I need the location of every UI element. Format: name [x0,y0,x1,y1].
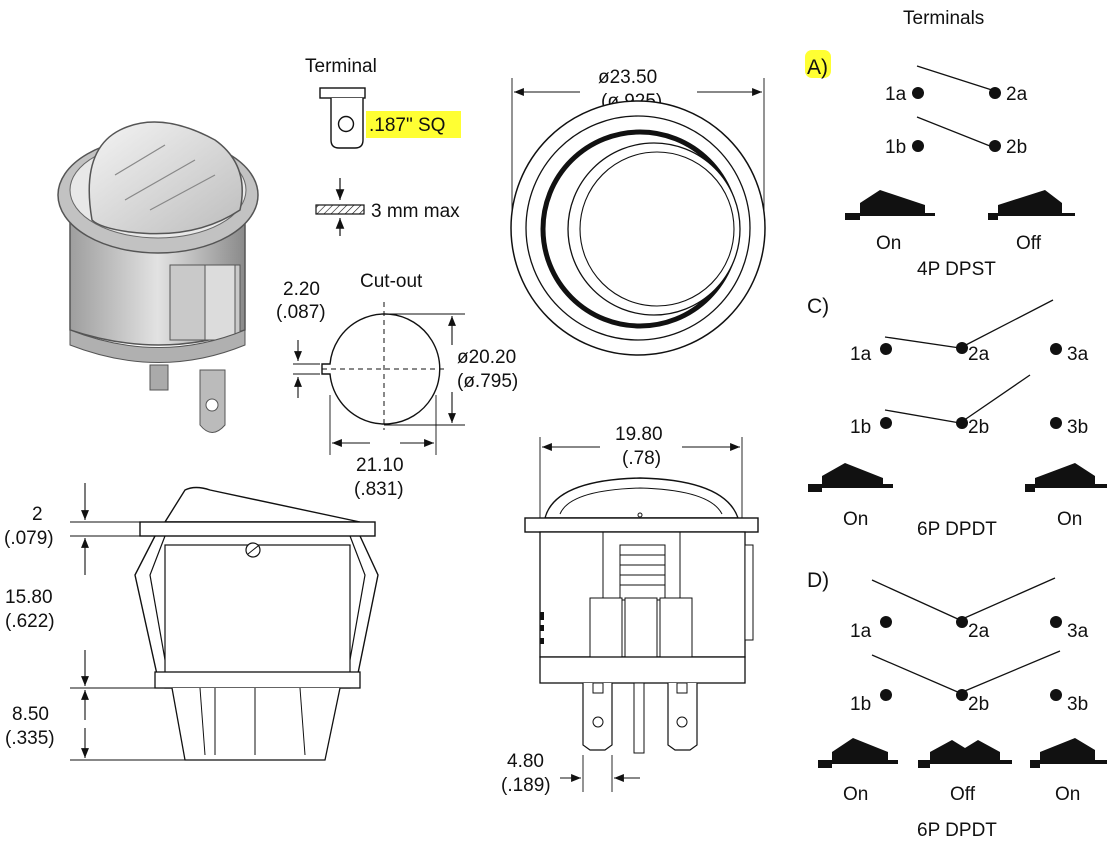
side-term-in: (.335) [5,728,55,749]
terminal-2a: 2a [1006,84,1028,105]
cutout-width-in: (.831) [354,479,404,500]
switch-type-c: 6P DPDT [917,519,997,540]
terminal-2b: 2b [1006,137,1027,158]
cutout-height-in: (ø.795) [457,371,518,392]
terminal-2a: 2a [968,621,990,642]
front-view: ø23.50 (ø.925) [510,67,766,356]
terminal-1b: 1b [885,137,906,158]
terminal-3a: 3a [1067,621,1089,642]
side-top-in: (.079) [4,528,54,549]
letter-a: A) [807,56,828,79]
end-pitch-in: (.189) [501,775,551,796]
terminal-2a: 2a [968,344,990,365]
schematic-c: C) 1a 2a 3a 1b 2b 3b On 6P DPDT On [807,295,1107,540]
cutout-height-mm: ø20.20 [457,347,516,368]
side-body-in: (.622) [5,611,55,632]
cutout-title: Cut-out [360,271,423,292]
terminal-size-highlight [366,111,461,138]
terminal-2b: 2b [968,694,989,715]
switch-type-a: 4P DPST [917,259,996,280]
terminal-thickness: 3 mm max [371,201,460,222]
position-off: Off [1016,233,1042,254]
switch-3d-illustration [57,121,259,433]
schematic-a: A) 1a 2a 1b 2b On Off 4P DPST [805,50,1075,280]
front-dia-mm: ø23.50 [598,67,657,88]
terminal-1a: 1a [850,344,872,365]
end-view: 19.80 (.78) 4.80 (.189) [501,424,759,796]
side-view: 2 (.079) 15.80 (.622) 8.50 (.335) [4,483,379,761]
position-on-left: On [843,784,868,805]
terminals-heading: Terminals [903,8,984,29]
end-pitch-mm: 4.80 [507,751,544,772]
terminal-3b: 3b [1067,694,1088,715]
cutout-drawing: Cut-out 2.20 (.087) ø20.20 (ø.795) 21.10… [276,271,518,500]
switch-type-d: 6P DPDT [917,820,997,841]
letter-a-highlight [805,50,831,78]
position-on-right: On [1055,784,1080,805]
schematics-panel: Terminals A) 1a 2a 1b 2b On Off 4P DPST … [805,8,1107,841]
terminal-2b: 2b [968,417,989,438]
position-on-left: On [843,509,868,530]
terminal-detail: Terminal .187" SQ 3 mm max [305,56,461,236]
cutout-slot-in: (.087) [276,302,326,323]
side-top-mm: 2 [32,504,43,525]
terminal-3b: 3b [1067,417,1088,438]
side-term-mm: 8.50 [12,704,49,725]
letter-d: D) [807,569,829,592]
cutout-slot-mm: 2.20 [283,279,320,300]
terminal-title: Terminal [305,56,377,77]
position-off: Off [950,784,976,805]
terminal-1a: 1a [850,621,872,642]
cutout-width-mm: 21.10 [356,455,404,476]
terminal-1b: 1b [850,694,871,715]
terminal-size-note: .187" SQ [369,115,445,136]
letter-c: C) [807,295,829,318]
end-width-mm: 19.80 [615,424,663,445]
terminal-1b: 1b [850,417,871,438]
end-width-in: (.78) [622,448,661,469]
terminal-3a: 3a [1067,344,1089,365]
schematic-d: D) 1a 2a 3a 1b 2b 3b On Off On 6P DPDT [807,569,1107,841]
terminal-1a: 1a [885,84,907,105]
position-on-right: On [1057,509,1082,530]
side-body-mm: 15.80 [5,587,53,608]
position-on: On [876,233,901,254]
